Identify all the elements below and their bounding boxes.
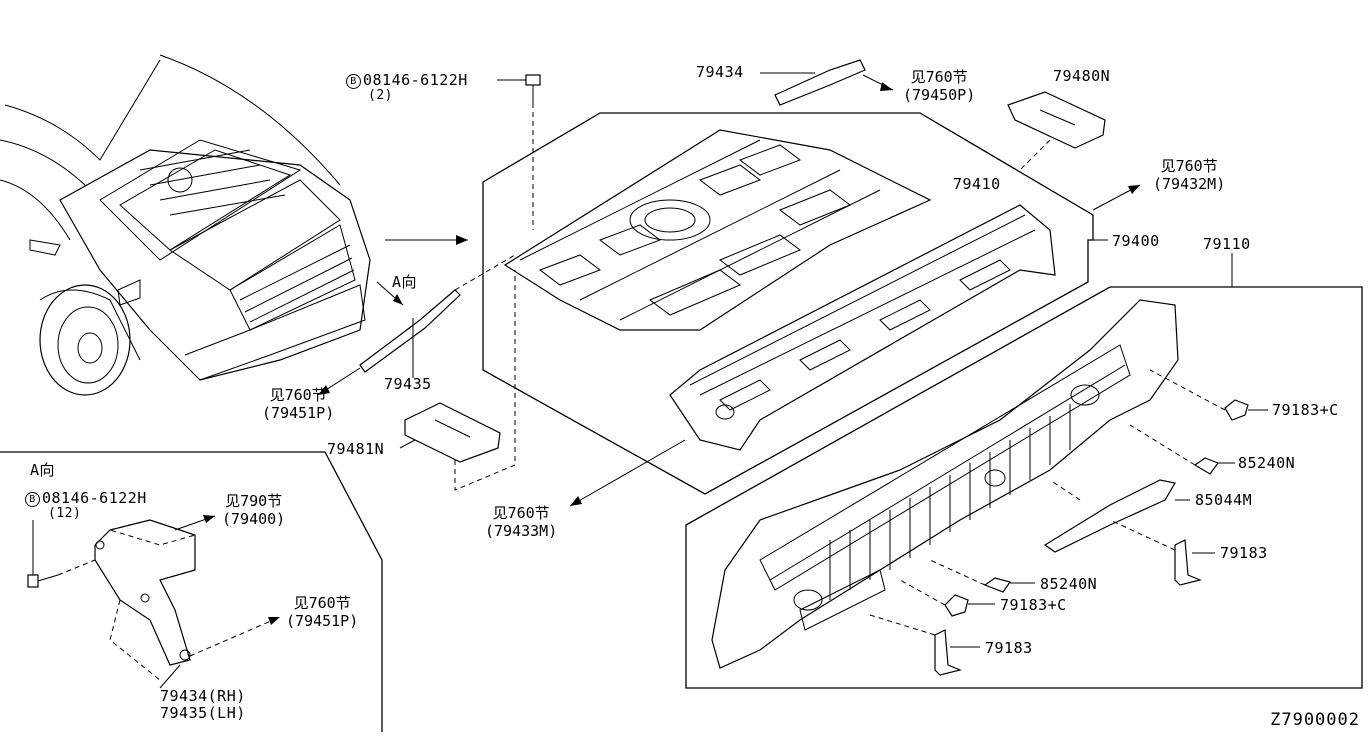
bracket-79434-top — [774, 59, 866, 106]
retainer-85240N-lower — [929, 559, 1035, 593]
diagram-code: Z7900002 — [1270, 710, 1360, 730]
part-79110-label: 79110 — [1203, 235, 1251, 253]
part-79435-label: 79435 — [384, 375, 432, 393]
part-79435LH-label: 79435(LH) — [160, 704, 246, 722]
part-79480N-label: 79480N — [1053, 67, 1111, 85]
bracket-85044M — [1043, 479, 1190, 553]
ref-79451P-inset: 见760节(79451P) — [286, 594, 359, 630]
part-79434RH-label: 79434(RH) — [160, 687, 246, 705]
ref-79433M: 见760节(79433M) — [485, 504, 558, 540]
part-85044M-label: 85044M — [1195, 491, 1253, 509]
rear-panel-assembly — [711, 299, 1179, 669]
car-rear-illustration — [0, 54, 371, 396]
part-85240N-lower-label: 85240N — [1040, 575, 1098, 593]
rear-floor-panel — [503, 129, 932, 331]
bracket-79183-right — [1109, 519, 1215, 586]
a-direction-label: A向 — [392, 273, 418, 291]
clip-79183C-upper — [1149, 369, 1268, 421]
part-79481N-label: 79481N — [327, 440, 385, 458]
bolt-symbol-icon: B — [25, 492, 40, 507]
bolt-top — [497, 74, 541, 230]
part-79183C-upper-label: 79183+C — [1272, 401, 1339, 419]
inset-title: A向 — [30, 461, 56, 479]
ref-79450P: 见760节(79450P) — [903, 68, 976, 104]
bolt-symbol-icon: B — [346, 74, 361, 89]
part-79410-label: 79410 — [953, 175, 1001, 193]
part-85240N-upper-label: 85240N — [1238, 454, 1296, 472]
part-79183C-lower-label: 79183+C — [1000, 596, 1067, 614]
ref-79432M: 见760节(79432M) — [1153, 157, 1226, 193]
bracket-79480N — [1007, 91, 1106, 149]
floor-group-outline — [482, 112, 1094, 495]
ref-79400: 见790节(79400) — [222, 492, 286, 528]
inset-bolt — [27, 520, 96, 588]
bracket-79481N — [404, 402, 501, 463]
bracket-79435 — [359, 289, 461, 373]
part-79183-lower-label: 79183 — [985, 639, 1033, 657]
part-79434-label: 79434 — [696, 63, 744, 81]
rear-cross-member — [669, 204, 1056, 451]
rear-panel-group-outline — [685, 286, 1363, 689]
inset-bracket — [94, 519, 197, 681]
inset-bolt-qty: (12) — [48, 506, 82, 521]
retainer-85240N-upper — [1129, 424, 1235, 475]
inset-outline — [0, 451, 383, 732]
bolt-top-qty: (2) — [368, 88, 393, 103]
part-79400-label: 79400 — [1112, 232, 1160, 250]
part-79183-right-label: 79183 — [1220, 544, 1268, 562]
ref-79451P: 见760节(79451P) — [262, 386, 335, 422]
bracket-79183-lower — [869, 614, 980, 676]
clip-79183C-lower — [899, 579, 995, 617]
